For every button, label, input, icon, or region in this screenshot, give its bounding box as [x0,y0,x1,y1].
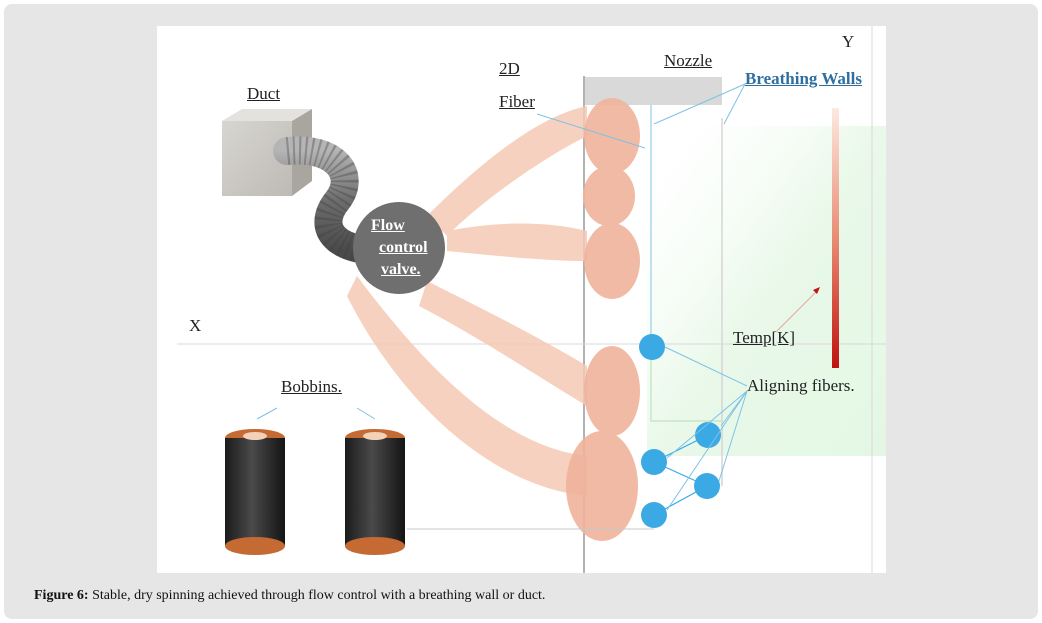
fiber-bundle-2 [583,166,635,226]
bobbin-right [345,429,405,555]
caption-label: Figure 6: [34,588,89,603]
y-axis-label: Y [842,32,855,51]
wall-base [650,351,722,422]
fiber-stream-3 [419,281,587,406]
aligning-fibers-label: Aligning fibers. [747,376,855,395]
roller-path-2 [653,461,708,487]
roller-path-3 [653,485,708,516]
temp-label: Temp[K] [733,328,796,347]
fiber-stream-2 [447,223,587,261]
fiber-bundles [566,98,640,541]
roller-1 [639,334,665,360]
flexible-duct [273,136,396,265]
x-axis-label: X [189,316,202,335]
fiber-bundle-5 [566,431,638,541]
fiber-streams [347,106,587,496]
diagram-graphics [177,26,886,573]
diagram-canvas: Y X Nozzle Breathing Walls 2D Fiber Duct… [157,26,886,573]
fiber-pointer [536,113,646,149]
bobbin-left [225,429,285,555]
roller-path-1 [653,434,709,463]
figure-caption: Figure 6: Stable, dry spinning achieved … [34,588,545,604]
fiber-bundle-4 [584,346,640,436]
duct-ribs [285,136,383,265]
bobbins-label: Bobbins. [281,377,342,396]
temp-pointer [776,290,818,332]
bobbin-pointer-2 [356,407,376,420]
fiber-stream-4 [347,276,587,496]
breathing-pointer-1 [723,83,746,125]
breathing-pointer-2 [653,83,746,125]
caption-text: Stable, dry spinning achieved through fl… [88,588,546,603]
temp-arrowhead [813,287,820,294]
valve-label-line2: control [379,239,428,256]
fiber-bundle-3 [584,223,640,299]
bobbin-pointer-1 [256,407,278,420]
valve-label-line3: valve. [381,261,421,278]
flow-control-valve [353,202,445,294]
breathing-walls-label: Breathing Walls [745,69,862,88]
aligning-pointers [664,346,748,511]
nozzle-label: Nozzle [664,51,713,70]
valve-label-line1: Flow [371,217,405,234]
fiber-label: Fiber [499,92,535,111]
fiber-bundle-1 [584,98,640,174]
fiber-stream-1 [427,106,587,236]
temp-bar [832,108,839,368]
duct-label: Duct [247,84,281,103]
fiber-2d-label: 2D [499,59,520,78]
green-zone [647,126,886,456]
